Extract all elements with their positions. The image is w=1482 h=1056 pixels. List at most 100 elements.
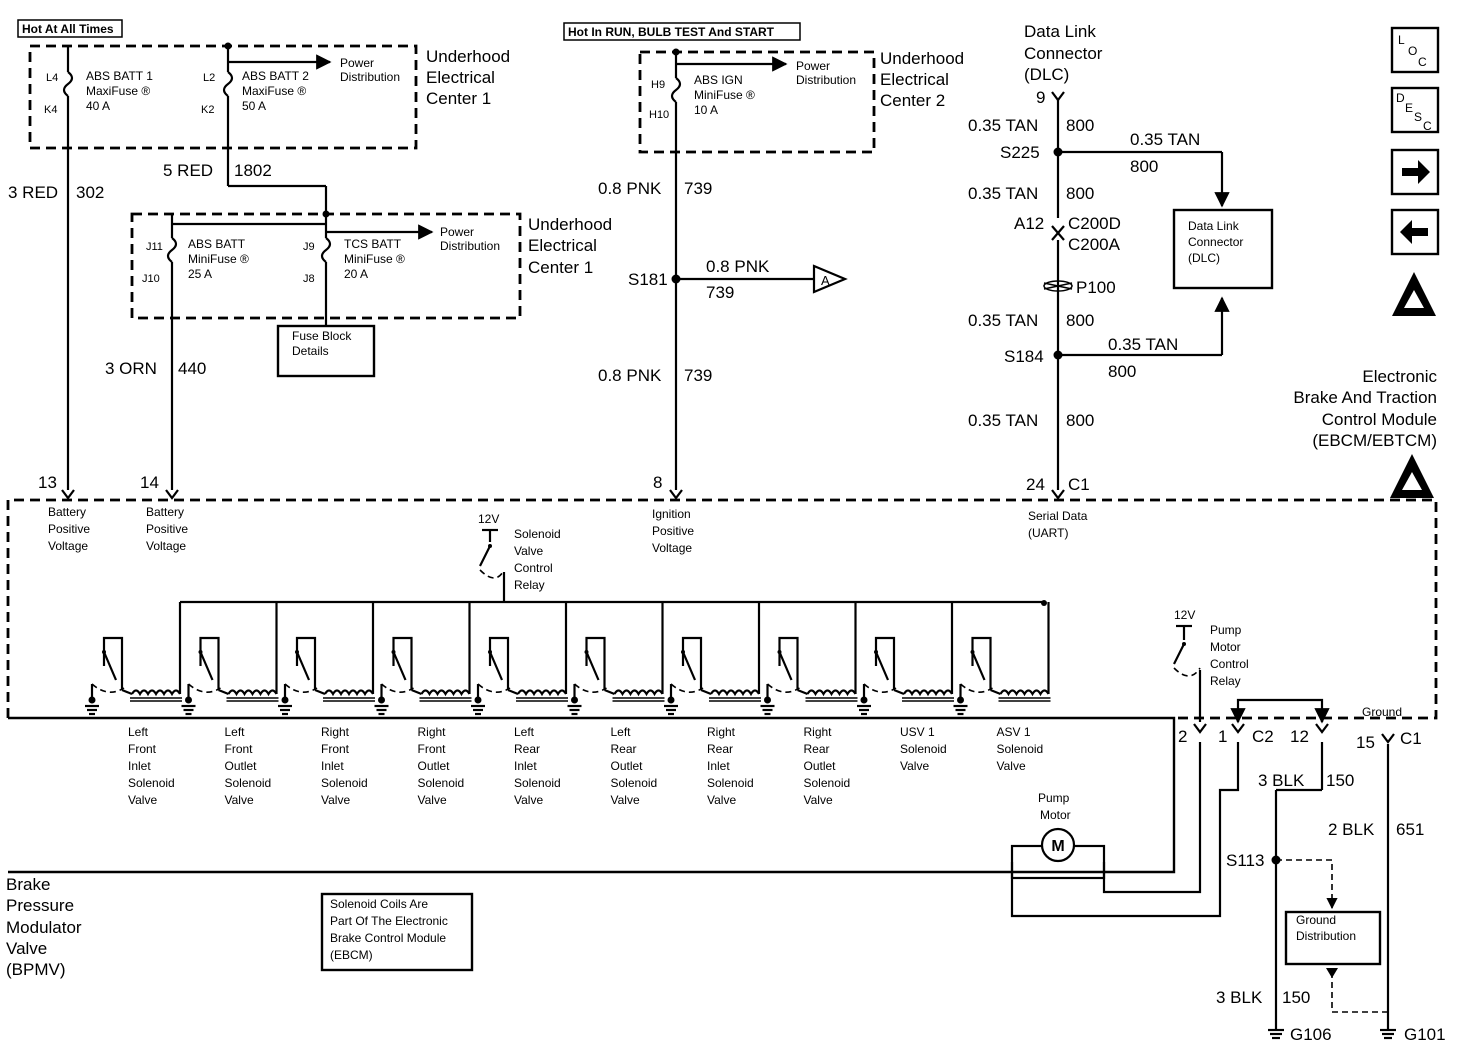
svg-text:E: E: [1405, 101, 1413, 115]
svg-text:1802: 1802: [234, 161, 272, 180]
ref-a-arrow: [812, 264, 848, 294]
svg-text:1: 1: [1218, 727, 1227, 746]
svg-text:Voltage: Voltage: [652, 541, 692, 555]
svg-text:L: L: [1398, 33, 1405, 47]
svg-text:0.8 PNK: 0.8 PNK: [598, 366, 662, 385]
power-dist-label-1: Power: [340, 56, 374, 70]
arrow-left-icon[interactable]: [1390, 208, 1440, 256]
svg-text:P100: P100: [1076, 278, 1116, 297]
svg-text:800: 800: [1066, 116, 1094, 135]
svg-text:Solenoid: Solenoid: [128, 776, 175, 790]
svg-text:40 A: 40 A: [86, 99, 110, 113]
svg-text:Valve: Valve: [804, 793, 833, 807]
svg-text:Solenoid Coils Are: Solenoid Coils Are: [330, 897, 428, 911]
svg-text:G101: G101: [1404, 1025, 1446, 1044]
svg-text:MaxiFuse ®: MaxiFuse ®: [242, 84, 306, 98]
svg-text:0.8 PNK: 0.8 PNK: [706, 257, 770, 276]
svg-text:ABS BATT: ABS BATT: [188, 237, 246, 251]
pump-motor-control-relay: 12V Pump Motor Control Relay: [1173, 608, 1249, 722]
inline-connector-c200: A12 C200D C200A: [1014, 214, 1121, 254]
svg-text:Voltage: Voltage: [48, 539, 88, 553]
svg-text:Brake And Traction: Brake And Traction: [1293, 388, 1437, 407]
svg-text:Control Module: Control Module: [1322, 410, 1437, 429]
svg-text:Data Link: Data Link: [1024, 22, 1096, 41]
ground-g106: G106: [1268, 1025, 1332, 1044]
svg-text:Underhood: Underhood: [528, 215, 612, 234]
svg-text:50 A: 50 A: [242, 99, 266, 113]
svg-text:Valve: Valve: [997, 759, 1026, 773]
svg-text:Part Of The Electronic: Part Of The Electronic: [330, 914, 448, 928]
uec1-label-b: Underhood Electrical Center 1: [528, 215, 612, 277]
svg-text:12: 12: [1290, 727, 1309, 746]
svg-text:Left: Left: [611, 725, 632, 739]
svg-text:TCS BATT: TCS BATT: [344, 237, 402, 251]
svg-text:ASV 1: ASV 1: [997, 725, 1031, 739]
svg-text:Left: Left: [225, 725, 246, 739]
ground-distribution-box: Ground Distribution: [1284, 910, 1382, 966]
svg-text:ABS BATT 1: ABS BATT 1: [86, 69, 153, 83]
svg-text:Solenoid: Solenoid: [418, 776, 465, 790]
svg-text:800: 800: [1066, 184, 1094, 203]
svg-text:K4: K4: [44, 104, 57, 116]
svg-text:Distribution: Distribution: [796, 73, 856, 87]
wire-651-label: 2 BLK 651: [1328, 820, 1424, 839]
svg-text:J9: J9: [303, 241, 315, 253]
wire-800-label-b: 0.35 TAN 800: [1130, 130, 1200, 176]
solenoid-channel: [374, 602, 472, 716]
svg-text:25 A: 25 A: [188, 267, 212, 281]
svg-text:Control: Control: [514, 561, 553, 575]
svg-text:(EBCM): (EBCM): [330, 948, 373, 962]
desc-button[interactable]: D E S C: [1390, 86, 1440, 134]
fuse-tcs-batt: J9 J8 TCS BATT MiniFuse ® 20 A: [303, 237, 405, 285]
solenoid-channel: [471, 602, 568, 716]
svg-text:MiniFuse ®: MiniFuse ®: [344, 252, 405, 266]
uec1-label-a: Underhood Electrical Center 1: [426, 47, 510, 108]
arrow-right-icon[interactable]: [1390, 148, 1440, 196]
svg-text:Brake Control Module: Brake Control Module: [330, 931, 446, 945]
solenoid-channel: [664, 602, 761, 716]
svg-text:Right: Right: [707, 725, 736, 739]
svg-text:ABS IGN: ABS IGN: [694, 73, 743, 87]
solenoid-labels: LeftFrontInletSolenoidValveLeftFrontOutl…: [128, 725, 1043, 807]
svg-text:Valve: Valve: [128, 793, 157, 807]
ebcm-pin-13: 13: [38, 473, 75, 500]
ebcm-pin-24: 24 C1: [1026, 475, 1090, 500]
svg-text:Positive: Positive: [652, 524, 694, 538]
svg-text:Ground: Ground: [1296, 913, 1336, 927]
svg-text:Electrical: Electrical: [528, 236, 597, 255]
solenoid-coils-note: Solenoid Coils Are Part Of The Electroni…: [320, 892, 474, 972]
svg-text:Outlet: Outlet: [611, 759, 644, 773]
svg-text:Serial Data: Serial Data: [1028, 509, 1088, 523]
uec1-fuse-box-a: [28, 44, 418, 150]
svg-text:MiniFuse ®: MiniFuse ®: [694, 88, 755, 102]
svg-text:Data Link: Data Link: [1188, 219, 1240, 233]
wire-150-label-b: 3 BLK 150: [1216, 988, 1310, 1007]
svg-text:Distribution: Distribution: [1296, 929, 1356, 943]
svg-text:C: C: [1423, 119, 1432, 133]
ebcm-pin-14: 14: [140, 473, 179, 500]
svg-text:Relay: Relay: [1210, 674, 1241, 688]
svg-text:Solenoid: Solenoid: [321, 776, 368, 790]
svg-text:3 ORN: 3 ORN: [105, 359, 157, 378]
svg-text:Rear: Rear: [611, 742, 637, 756]
svg-text:Connector: Connector: [1024, 44, 1103, 63]
svg-text:Rear: Rear: [514, 742, 540, 756]
svg-text:Right: Right: [804, 725, 833, 739]
svg-text:C: C: [1418, 55, 1427, 69]
svg-text:Underhood: Underhood: [880, 49, 964, 68]
bpv-label-1: Battery Positive Voltage: [48, 505, 90, 553]
loc-button[interactable]: L O C: [1390, 26, 1440, 74]
hot-in-run-label: Hot In RUN, BULB TEST And START: [563, 22, 801, 41]
svg-text:J8: J8: [303, 273, 315, 285]
svg-text:C200D: C200D: [1068, 214, 1121, 233]
svg-text:H10: H10: [649, 109, 669, 121]
svg-text:739: 739: [684, 366, 712, 385]
svg-text:0.35 TAN: 0.35 TAN: [968, 116, 1038, 135]
svg-text:Left: Left: [514, 725, 535, 739]
svg-text:Electrical: Electrical: [426, 68, 495, 87]
hot-at-all-times-label: Hot At All Times: [17, 19, 123, 38]
